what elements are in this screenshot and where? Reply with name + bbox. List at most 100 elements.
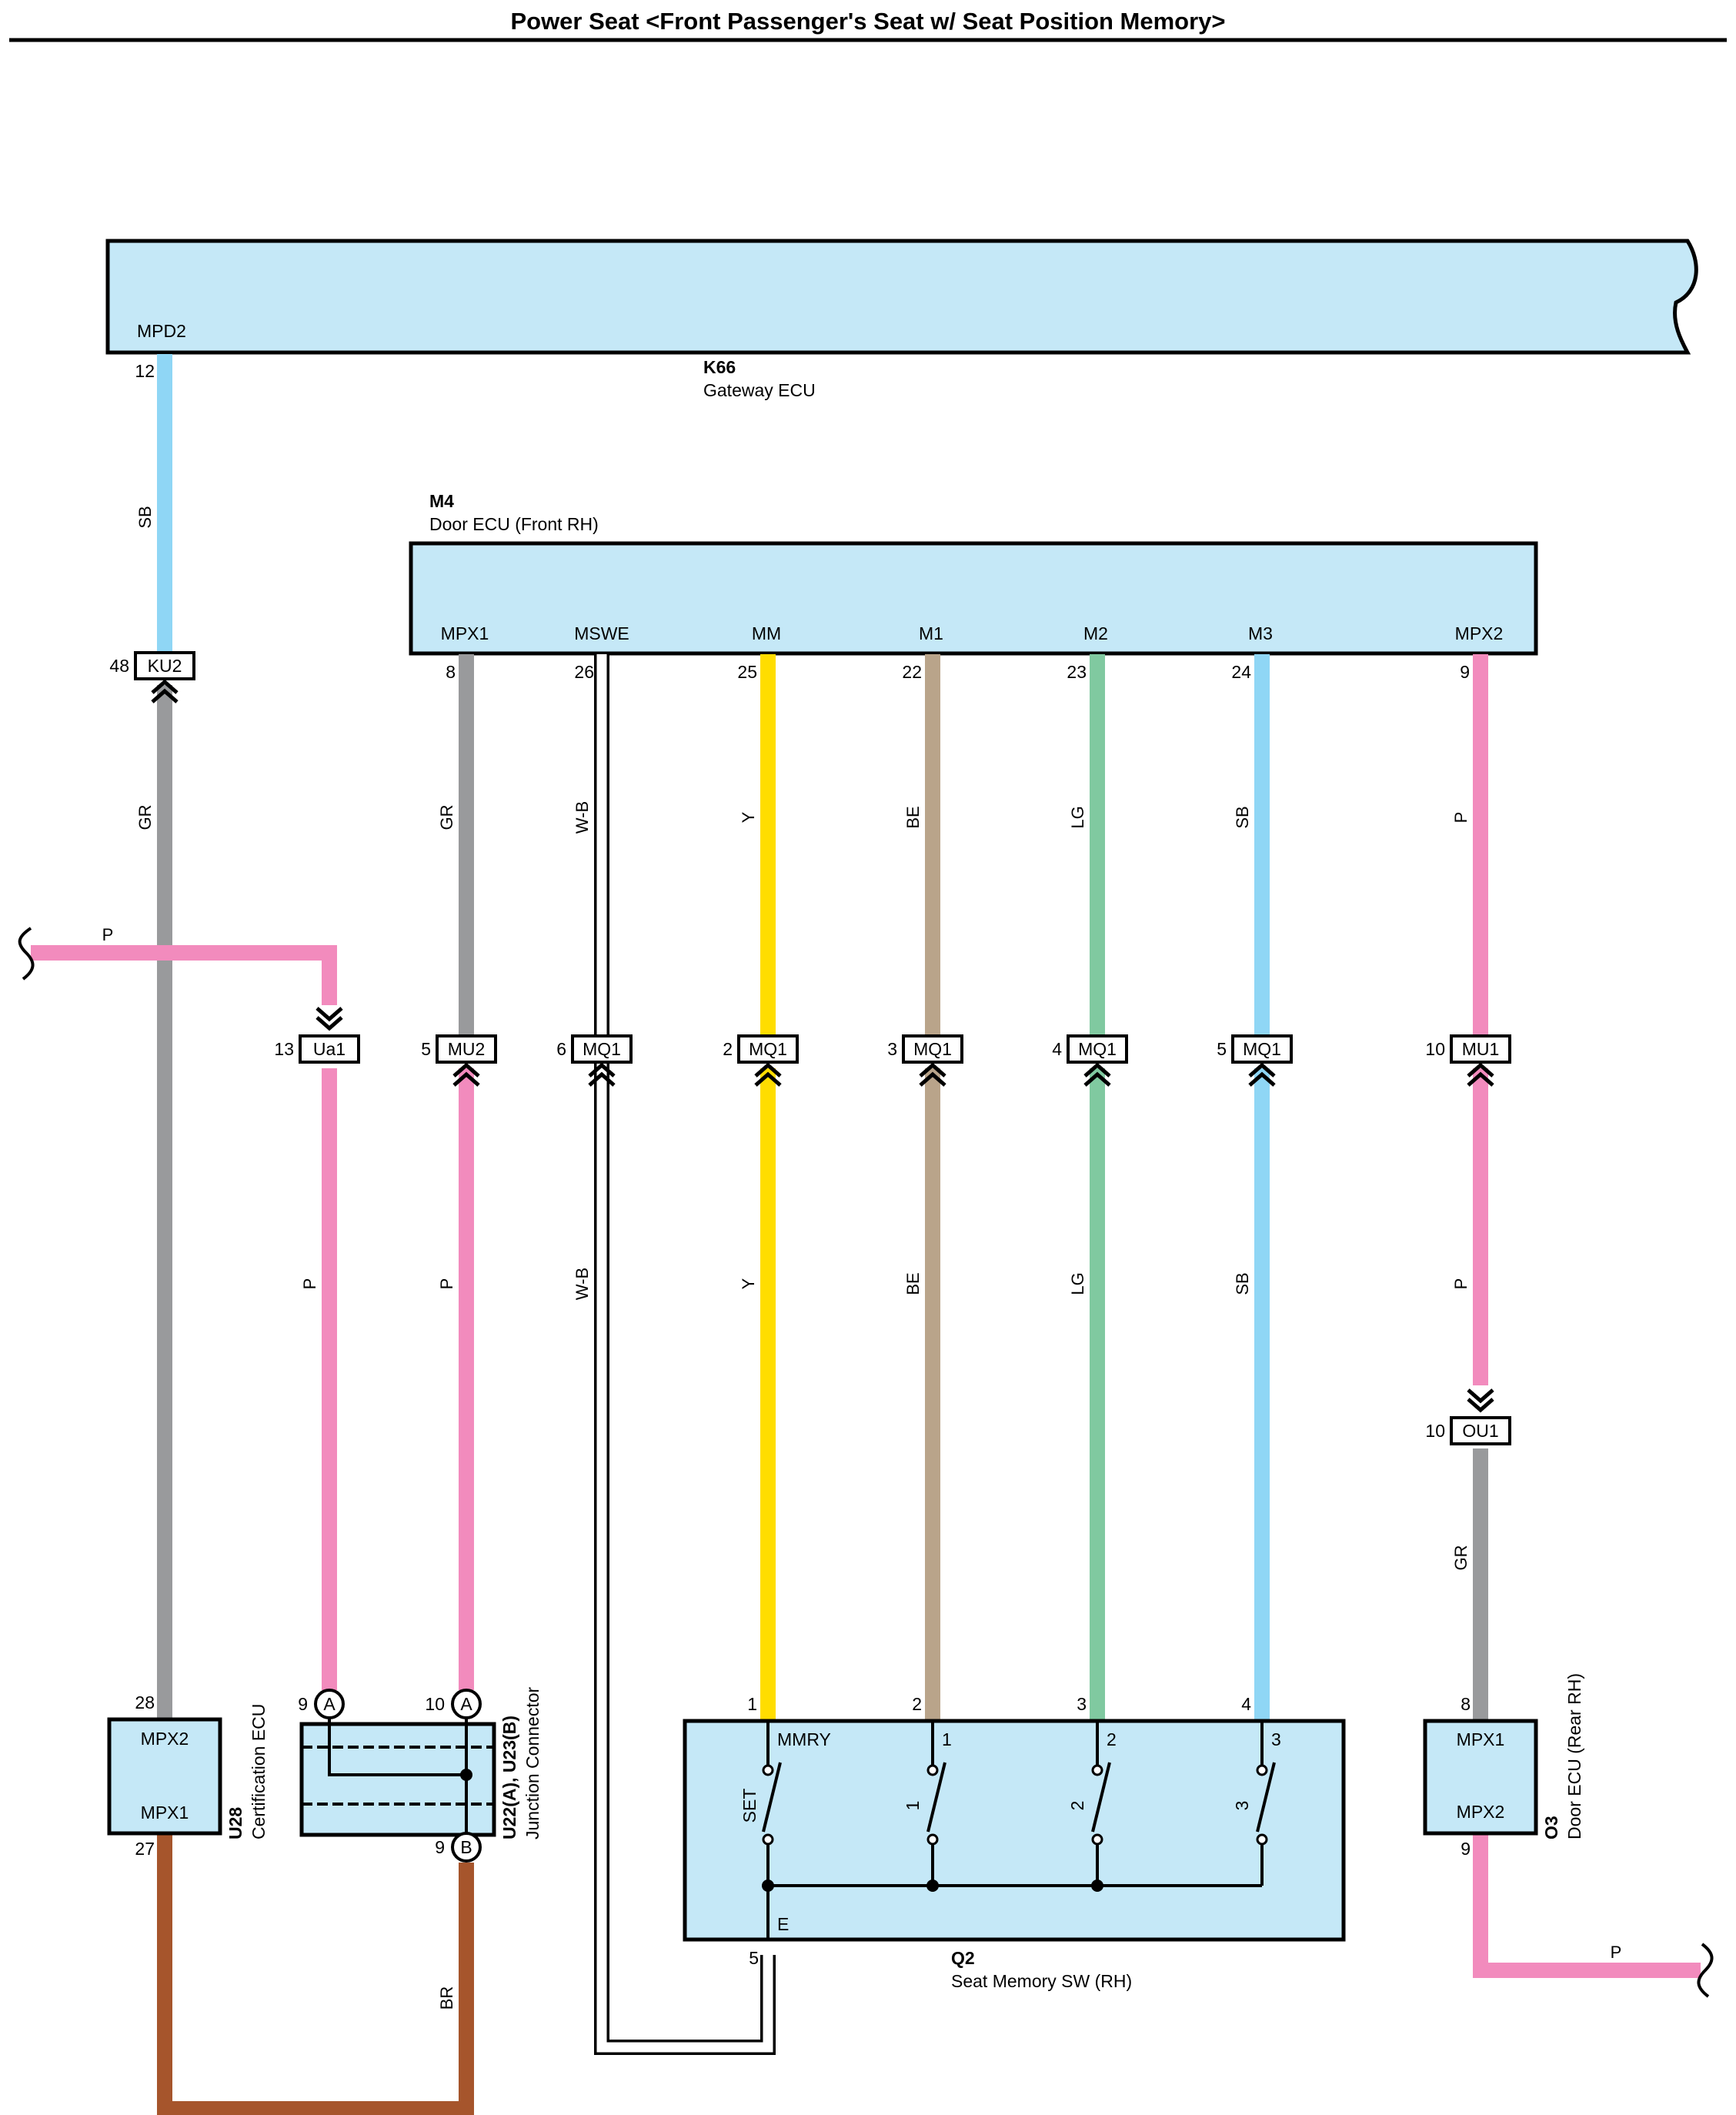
k66-terminal-label: MPD2	[137, 321, 186, 341]
k66-box	[105, 239, 1698, 355]
connector-mq1-sb-pin: 5	[1217, 1039, 1227, 1059]
k66-id: K66	[703, 357, 736, 377]
junction-letter-a1: A	[323, 1694, 336, 1714]
q2-top-label-mmry: MMRY	[777, 1729, 831, 1749]
connector-mu2: MU2 5	[421, 1034, 497, 1087]
m4-terminal-m3: M3	[1248, 623, 1273, 643]
connector-ku2-pin: 48	[109, 656, 129, 676]
u28-id: U28	[225, 1807, 245, 1839]
connector-mq1-be-pin: 3	[887, 1039, 897, 1059]
connector-mq1-wb-code: MQ1	[583, 1039, 621, 1059]
junction-letter-a2: A	[460, 1694, 472, 1714]
q2-top-label-3: 3	[1271, 1729, 1281, 1749]
junction-letter-b: B	[460, 1837, 472, 1857]
code-sb-top: SB	[135, 506, 155, 528]
code-wb-upper: W-B	[573, 801, 592, 834]
code-p-ua1: P	[300, 1278, 319, 1290]
u28-box	[107, 1717, 222, 1836]
connector-ua1-code: Ua1	[313, 1039, 346, 1059]
code-gr-ou1: GR	[1451, 1545, 1471, 1571]
o3-name: Door ECU (Rear RH)	[1564, 1673, 1584, 1839]
junction-id: U22(A), U23(B)	[499, 1716, 519, 1839]
code-be-lower: BE	[903, 1272, 923, 1295]
m4-pin-mm: 25	[737, 662, 757, 682]
connector-mq1-y-pin: 2	[723, 1039, 733, 1059]
code-gr-mpx1: GR	[437, 805, 456, 830]
connector-mq1-y-code: MQ1	[749, 1039, 787, 1059]
code-p-mu2: P	[437, 1278, 456, 1290]
code-p-left: P	[102, 925, 114, 944]
page-title: Power Seat <Front Passenger's Seat w/ Se…	[510, 8, 1225, 35]
m4-pin-mpx1: 8	[446, 662, 456, 682]
connector-mq1-lg-code: MQ1	[1078, 1039, 1117, 1059]
code-lg-upper: LG	[1068, 806, 1087, 828]
o3-terminal-top: MPX1	[1457, 1729, 1505, 1749]
connector-mu1-code: MU1	[1462, 1039, 1500, 1059]
connector-ou1: OU1 10	[1425, 1388, 1511, 1445]
connector-mu2-code: MU2	[448, 1039, 486, 1059]
q2-pin-1: 1	[747, 1694, 757, 1714]
connector-ku2-code: KU2	[148, 656, 182, 676]
q2-id: Q2	[951, 1948, 975, 1968]
o3-box	[1423, 1719, 1538, 1836]
m4-terminal-mpx1: MPX1	[441, 623, 489, 643]
m4-terminal-m2: M2	[1083, 623, 1108, 643]
q2-name: Seat Memory SW (RH)	[951, 1971, 1132, 1991]
m4-pin-mswe: 26	[574, 662, 594, 682]
junction-pin-b-number: 9	[435, 1837, 445, 1857]
q2-pin-2: 2	[912, 1694, 922, 1714]
q2-pin-3: 3	[1077, 1694, 1087, 1714]
u28-pin-top: 28	[135, 1692, 155, 1712]
m4-name: Door ECU (Front RH)	[429, 514, 599, 534]
connector-ua1-pin: 13	[274, 1039, 294, 1059]
o3-pin-top: 8	[1461, 1694, 1471, 1714]
code-lg-lower: LG	[1068, 1272, 1087, 1295]
junction-name: Junction Connector	[522, 1686, 542, 1839]
code-sb-upper: SB	[1233, 806, 1252, 828]
connector-mq1-be: MQ1 3	[887, 1034, 963, 1087]
q2-switch-label-3: 3	[1232, 1801, 1252, 1811]
u28-terminal-top: MPX2	[141, 1729, 189, 1749]
q2-switch-label-2: 2	[1067, 1801, 1087, 1811]
k66-pin: 12	[135, 361, 155, 381]
connector-ou1-pin: 10	[1425, 1421, 1445, 1441]
o3-id: O3	[1541, 1816, 1561, 1839]
q2-switch-internals	[762, 1721, 1276, 1940]
code-br-bottom: BR	[437, 1986, 456, 2010]
wire-wb-inner	[596, 654, 773, 2053]
code-sb-lower: SB	[1233, 1272, 1252, 1295]
m4-id: M4	[429, 491, 454, 511]
o3-terminal-bottom: MPX2	[1457, 1802, 1505, 1822]
wire-br-bottom	[157, 1833, 474, 2115]
wire-p-left	[31, 945, 337, 1005]
q2-pin-4: 4	[1241, 1694, 1251, 1714]
junction-pin-a2-number: 10	[425, 1694, 445, 1714]
connector-ku2: KU2 48	[109, 651, 195, 703]
connector-mu1: MU1 10	[1425, 1034, 1511, 1087]
connector-mq1-sb: MQ1 5	[1217, 1034, 1293, 1087]
code-y-upper: Y	[739, 811, 758, 823]
q2-box	[683, 1719, 1346, 1942]
m4-pin-m3: 24	[1231, 662, 1251, 682]
u28-terminal-bottom: MPX1	[141, 1803, 189, 1823]
k66-name: Gateway ECU	[703, 380, 816, 400]
connector-mu1-pin: 10	[1425, 1039, 1445, 1059]
junction-pin-b	[451, 1832, 482, 1863]
u28-name: Certification ECU	[249, 1704, 269, 1839]
m4-terminal-mm: MM	[752, 623, 781, 643]
o3-pin-bottom: 9	[1461, 1839, 1471, 1859]
q2-ground-label: E	[777, 1914, 789, 1934]
q2-bus-junctions	[762, 1879, 1103, 1892]
q2-top-label-2: 2	[1107, 1729, 1117, 1749]
code-wb-lower: W-B	[573, 1268, 592, 1300]
connector-mu2-pin: 5	[421, 1039, 431, 1059]
wire-p-right	[1473, 1833, 1701, 1978]
connector-ua1: Ua1 13	[274, 1007, 360, 1064]
q2-switch-label-1: 1	[903, 1801, 923, 1811]
q2-switch-label-set: SET	[739, 1789, 760, 1823]
m4-box	[409, 541, 1538, 656]
m4-terminal-mpx2: MPX2	[1455, 623, 1504, 643]
m4-pin-m1: 22	[902, 662, 922, 682]
junction-connector: A A B 9 10 9	[298, 1689, 496, 1863]
